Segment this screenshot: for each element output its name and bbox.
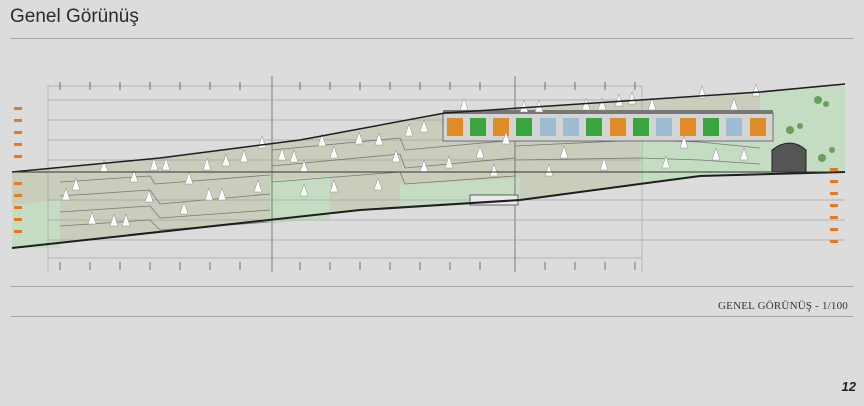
shrubs	[786, 96, 835, 162]
building-bay	[656, 118, 672, 136]
dimension-ticks	[59, 82, 636, 270]
building-roof	[443, 110, 773, 114]
building-bay	[447, 118, 463, 136]
left-level-markers	[14, 107, 22, 233]
page-title: Genel Görünüş	[10, 6, 139, 27]
tunnel-portal	[771, 142, 807, 173]
caption-divider-top	[10, 286, 854, 287]
trees	[61, 83, 761, 227]
building-bay	[610, 118, 626, 136]
building-bay	[516, 118, 532, 136]
upper-ground-line	[11, 83, 846, 173]
title-divider	[10, 38, 854, 39]
building-bay	[750, 118, 766, 136]
building-bay	[680, 118, 696, 136]
level-markers	[14, 107, 838, 243]
building-bay	[703, 118, 719, 136]
building-bay	[586, 118, 602, 136]
building-bay	[633, 118, 649, 136]
caption-divider-bottom	[10, 316, 854, 317]
building-bay	[470, 118, 486, 136]
building-bay	[493, 118, 509, 136]
drawing-caption: GENEL GÖRÜNÜŞ - 1/100	[718, 300, 848, 312]
building	[442, 110, 774, 206]
lower-ground-line	[11, 171, 846, 249]
building-bay	[540, 118, 556, 136]
building-body	[442, 112, 774, 142]
section-drawing	[11, 76, 846, 272]
right-level-markers	[830, 168, 838, 243]
building-bay	[726, 118, 742, 136]
terraces	[59, 137, 761, 231]
building-bay	[563, 118, 579, 136]
ground-lines	[11, 83, 846, 249]
page-number: 12	[841, 379, 856, 394]
